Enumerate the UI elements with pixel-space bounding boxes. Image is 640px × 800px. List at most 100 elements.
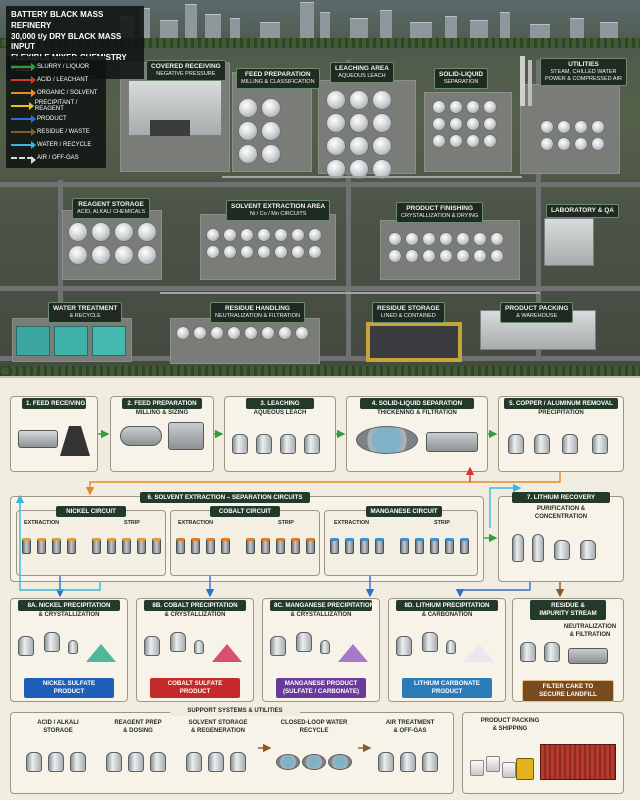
sx-mixer-settler-icon: [206, 538, 215, 554]
sx-mixer-settler-icon: [415, 538, 424, 554]
label-residue-handling: RESIDUE HANDLING NEUTRALIZATION & FILTRA…: [210, 302, 305, 323]
step-7-title: 7. LITHIUM RECOVERY: [512, 492, 610, 503]
legend-arrow-icon: [11, 114, 36, 123]
step-5-sub: PRECIPITATION: [538, 410, 584, 416]
sx-mixer-settler-icon: [276, 538, 285, 554]
legend-item: RESIDUE / WASTE: [11, 125, 101, 138]
legend-item: AIR / OFF-GAS: [11, 151, 101, 164]
legend-label: PRODUCT: [37, 115, 67, 122]
precip-sub: & CRYSTALLIZATION: [38, 612, 100, 618]
label-product-packing: PRODUCT PACKING & WAREHOUSE: [500, 302, 574, 323]
sx-mixer-settler-icon: [37, 538, 46, 554]
support-item-label: SOLVENT STORAGE& REGENERATION: [188, 720, 248, 734]
label-product-finishing: PRODUCT FINISHING CRYSTALLIZATION & DRYI…: [396, 202, 484, 223]
legend-label: PRECIPITANT / REAGENT: [34, 99, 78, 112]
label-solid-liquid: SOLID-LIQUID SEPARATION: [434, 68, 489, 89]
precip-title: 8C. MANGANESE PRECIPITATION: [270, 600, 374, 611]
sx-mixer-settler-icon: [330, 538, 339, 554]
classifier-icon: [168, 422, 204, 450]
sx-mixer-settler-icon: [22, 538, 31, 554]
cobalt-extraction-label: EXTRACTION: [178, 520, 214, 526]
product-box: MANGANESE PRODUCT(SULFATE / CARBONATE): [276, 678, 366, 698]
sx-mixer-settler-icon: [122, 538, 131, 554]
precip-vessel-icon: [170, 632, 186, 652]
packing-title: PRODUCT PACKING& SHIPPING: [480, 718, 540, 732]
label-utilities: UTILITIES STEAM, CHILLED WATER POWER & C…: [540, 58, 628, 86]
water-basin-icon: [328, 754, 352, 770]
sx-mixer-settler-icon: [345, 538, 354, 554]
legend-arrow-icon: [11, 62, 36, 71]
water-basin-icon: [276, 754, 300, 770]
precip-sub: & CRYSTALLIZATION: [164, 612, 226, 618]
label-feed-preparation: FEED PREPARATION MILLING & CLASSIFICATIO…: [236, 68, 320, 89]
legend-item: SLURRY / LIQUOR: [11, 60, 101, 73]
residue-title: RESIDUE &IMPURITY STREAM: [530, 600, 606, 621]
residue-sub: NEUTRALIZATION& FILTRATION: [563, 624, 617, 638]
legend-item: PRODUCT: [11, 112, 101, 125]
sx-mixer-settler-icon: [291, 538, 300, 554]
sx-mixer-settler-icon: [221, 538, 230, 554]
step-2-sub: MILLING & SIZING: [135, 410, 189, 416]
precip-vessel-icon: [18, 636, 34, 656]
legend-label: ACID / LEACHANT: [37, 76, 89, 83]
precip-dryer-icon: [320, 640, 330, 654]
label-covered-receiving: COVERED RECEIVING NEGATIVE PRESSURE: [146, 60, 226, 81]
nickel-extraction-label: EXTRACTION: [24, 520, 60, 526]
precip-vessel-icon: [422, 632, 438, 652]
cobalt-circuit-title: COBALT CIRCUIT: [210, 506, 280, 517]
step-2-title: 2. FEED PREPARATION: [122, 398, 202, 409]
sx-mixer-settler-icon: [92, 538, 101, 554]
sx-mixer-settler-icon: [176, 538, 185, 554]
legend-label: ORGANIC / SOLVENT: [37, 89, 98, 96]
legend-arrow-icon: [11, 101, 34, 110]
step-4-title: 4. SOLID-LIQUID SEPARATION: [360, 398, 474, 409]
step-3-title: 3. LEACHING: [246, 398, 314, 409]
legend-label: RESIDUE / WASTE: [37, 128, 90, 135]
sx-mixer-settler-icon: [360, 538, 369, 554]
forklift-icon: [516, 758, 534, 780]
precip-title: 8A. NICKEL PRECIPITATION: [18, 600, 120, 611]
ball-mill-icon: [120, 426, 162, 446]
manganese-strip-label: STRIP: [434, 520, 450, 526]
legend-arrow-icon: [11, 140, 36, 149]
support-tank-icon: [48, 752, 64, 772]
nickel-strip-label: STRIP: [124, 520, 140, 526]
sx-mixer-settler-icon: [52, 538, 61, 554]
feed-truck-icon: [18, 430, 58, 448]
legend-arrow-icon: [11, 127, 36, 136]
nickel-circuit-title: NICKEL CIRCUIT: [56, 506, 126, 517]
legend-item: ORGANIC / SOLVENT: [11, 86, 101, 99]
precip-vessel-icon: [44, 632, 60, 652]
support-tank-icon: [208, 752, 224, 772]
laboratory-building: [544, 218, 594, 266]
aerial-plant-view: COVERED RECEIVING NEGATIVE PRESSURE FEED…: [0, 0, 640, 376]
legend-arrow-icon: [11, 75, 36, 84]
sx-mixer-settler-icon: [152, 538, 161, 554]
thickener-icon: [356, 426, 418, 454]
flow-legend: SLURRY / LIQUOR ACID / LEACHANT ORGANIC / …: [6, 56, 106, 168]
residue-storage-pond: [366, 322, 462, 362]
sx-mixer-settler-icon: [306, 538, 315, 554]
title-line-2: 30,000 t/y DRY BLACK MASS INPUT: [11, 31, 122, 52]
step-5-title: 5. COPPER / ALUMINUM REMOVAL: [504, 398, 618, 409]
support-item-label: AIR TREATMENT& OFF-GAS: [385, 720, 435, 734]
sx-mixer-settler-icon: [246, 538, 255, 554]
legend-label: WATER / RECYCLE: [37, 141, 92, 148]
support-tank-icon: [378, 752, 394, 772]
support-tank-icon: [400, 752, 416, 772]
support-tank-icon: [422, 752, 438, 772]
water-basin-icon: [302, 754, 326, 770]
shipping-container-icon: [540, 744, 616, 780]
support-tank-icon: [70, 752, 86, 772]
manganese-extraction-label: EXTRACTION: [334, 520, 370, 526]
support-systems-title: SUPPORT SYSTEMS & UTILITIES: [170, 708, 300, 716]
manganese-circuit-title: MANGANESE CIRCUIT: [366, 506, 442, 517]
cobalt-strip-label: STRIP: [278, 520, 294, 526]
step-4-sub: THICKENING & FILTRATION: [377, 410, 457, 416]
